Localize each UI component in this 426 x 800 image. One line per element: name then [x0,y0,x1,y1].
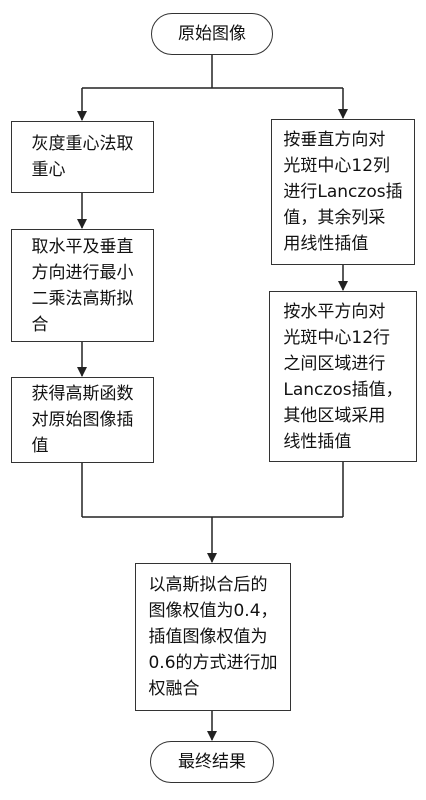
left-step-gaussian-interp: 获得高斯函数 对原始图像插 值 [11,377,154,463]
left-step-gaussian-interp-label: 获得高斯函数 对原始图像插 值 [31,384,134,456]
merge-weighted-fusion: 以高斯拟合后的 图像权值为0.4， 插值图像权值为 0.6的方式进行加 权融合 [135,563,291,711]
start-label: 原始图像 [178,24,246,44]
end-label: 最终结果 [178,752,246,772]
left-step-centroid: 灰度重心法取 重心 [11,121,154,193]
start-terminal: 原始图像 [151,13,273,55]
end-terminal: 最终结果 [150,741,274,783]
left-step-centroid-label: 灰度重心法取 重心 [31,134,134,180]
right-step-horizontal-lanczos-label: 按水平方向对 光斑中心12行 之间区域进行 Lanczos插值， 其他区域采用 … [283,301,403,452]
right-step-vertical-lanczos: 按垂直方向对 光斑中心12列 进行Lanczos插 值，其余列采 用线性插值 [271,119,415,265]
right-step-horizontal-lanczos: 按水平方向对 光斑中心12行 之间区域进行 Lanczos插值， 其他区域采用 … [269,291,417,462]
merge-weighted-fusion-label: 以高斯拟合后的 图像权值为0.4， 插值图像权值为 0.6的方式进行加 权融合 [148,575,278,699]
left-step-gaussian-fit: 取水平及垂直 方向进行最小 二乘法高斯拟 合 [11,229,154,342]
right-step-vertical-lanczos-label: 按垂直方向对 光斑中心12列 进行Lanczos插 值，其余列采 用线性插值 [283,130,403,254]
left-step-gaussian-fit-label: 取水平及垂直 方向进行最小 二乘法高斯拟 合 [31,236,134,335]
